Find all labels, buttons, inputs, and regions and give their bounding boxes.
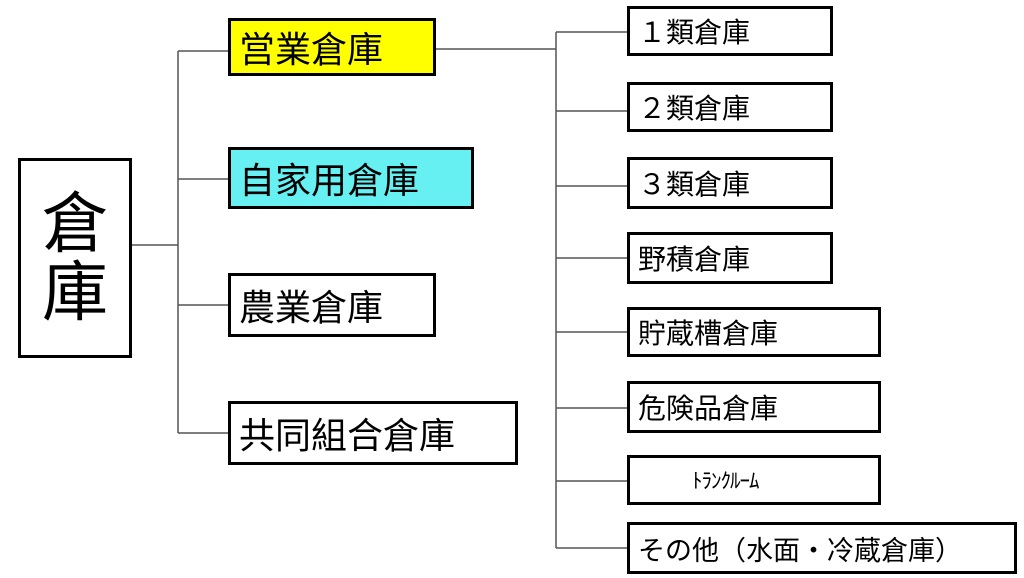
- node-agricultural-warehouse: 農業倉庫: [228, 273, 436, 337]
- node-class1-warehouse: １類倉庫: [627, 6, 833, 56]
- node-label: ３類倉庫: [638, 168, 751, 201]
- node-trunk-room: ﾄﾗﾝｸﾙｰﾑ: [627, 455, 881, 505]
- node-label: 自家用倉庫: [239, 161, 420, 202]
- node-private-warehouse: 自家用倉庫: [228, 147, 474, 209]
- node-label: 営業倉庫: [239, 30, 384, 71]
- node-storage-tank-warehouse: 貯蔵槽倉庫: [627, 307, 881, 357]
- node-commercial-warehouse: 営業倉庫: [228, 18, 436, 76]
- root-node-warehouse: 倉庫: [18, 158, 132, 358]
- node-label: 野積倉庫: [638, 243, 751, 276]
- node-open-yard-warehouse: 野積倉庫: [627, 232, 833, 284]
- node-label: その他（水面・冷蔵倉庫）: [638, 535, 962, 567]
- root-node-label: 倉庫: [42, 184, 108, 331]
- node-label: 共同組合倉庫: [239, 416, 456, 457]
- node-hazardous-warehouse: 危険品倉庫: [627, 381, 881, 433]
- node-label: ２類倉庫: [638, 92, 751, 125]
- node-label: 危険品倉庫: [638, 392, 779, 425]
- node-label: １類倉庫: [638, 16, 751, 49]
- node-class3-warehouse: ３類倉庫: [627, 157, 833, 209]
- node-label: 貯蔵槽倉庫: [638, 317, 779, 350]
- node-class2-warehouse: ２類倉庫: [627, 82, 833, 132]
- node-label: 農業倉庫: [239, 288, 384, 329]
- node-label: ﾄﾗﾝｸﾙｰﾑ: [692, 469, 759, 493]
- node-other-warehouse: その他（水面・冷蔵倉庫）: [627, 522, 1017, 574]
- node-cooperative-warehouse: 共同組合倉庫: [228, 401, 518, 465]
